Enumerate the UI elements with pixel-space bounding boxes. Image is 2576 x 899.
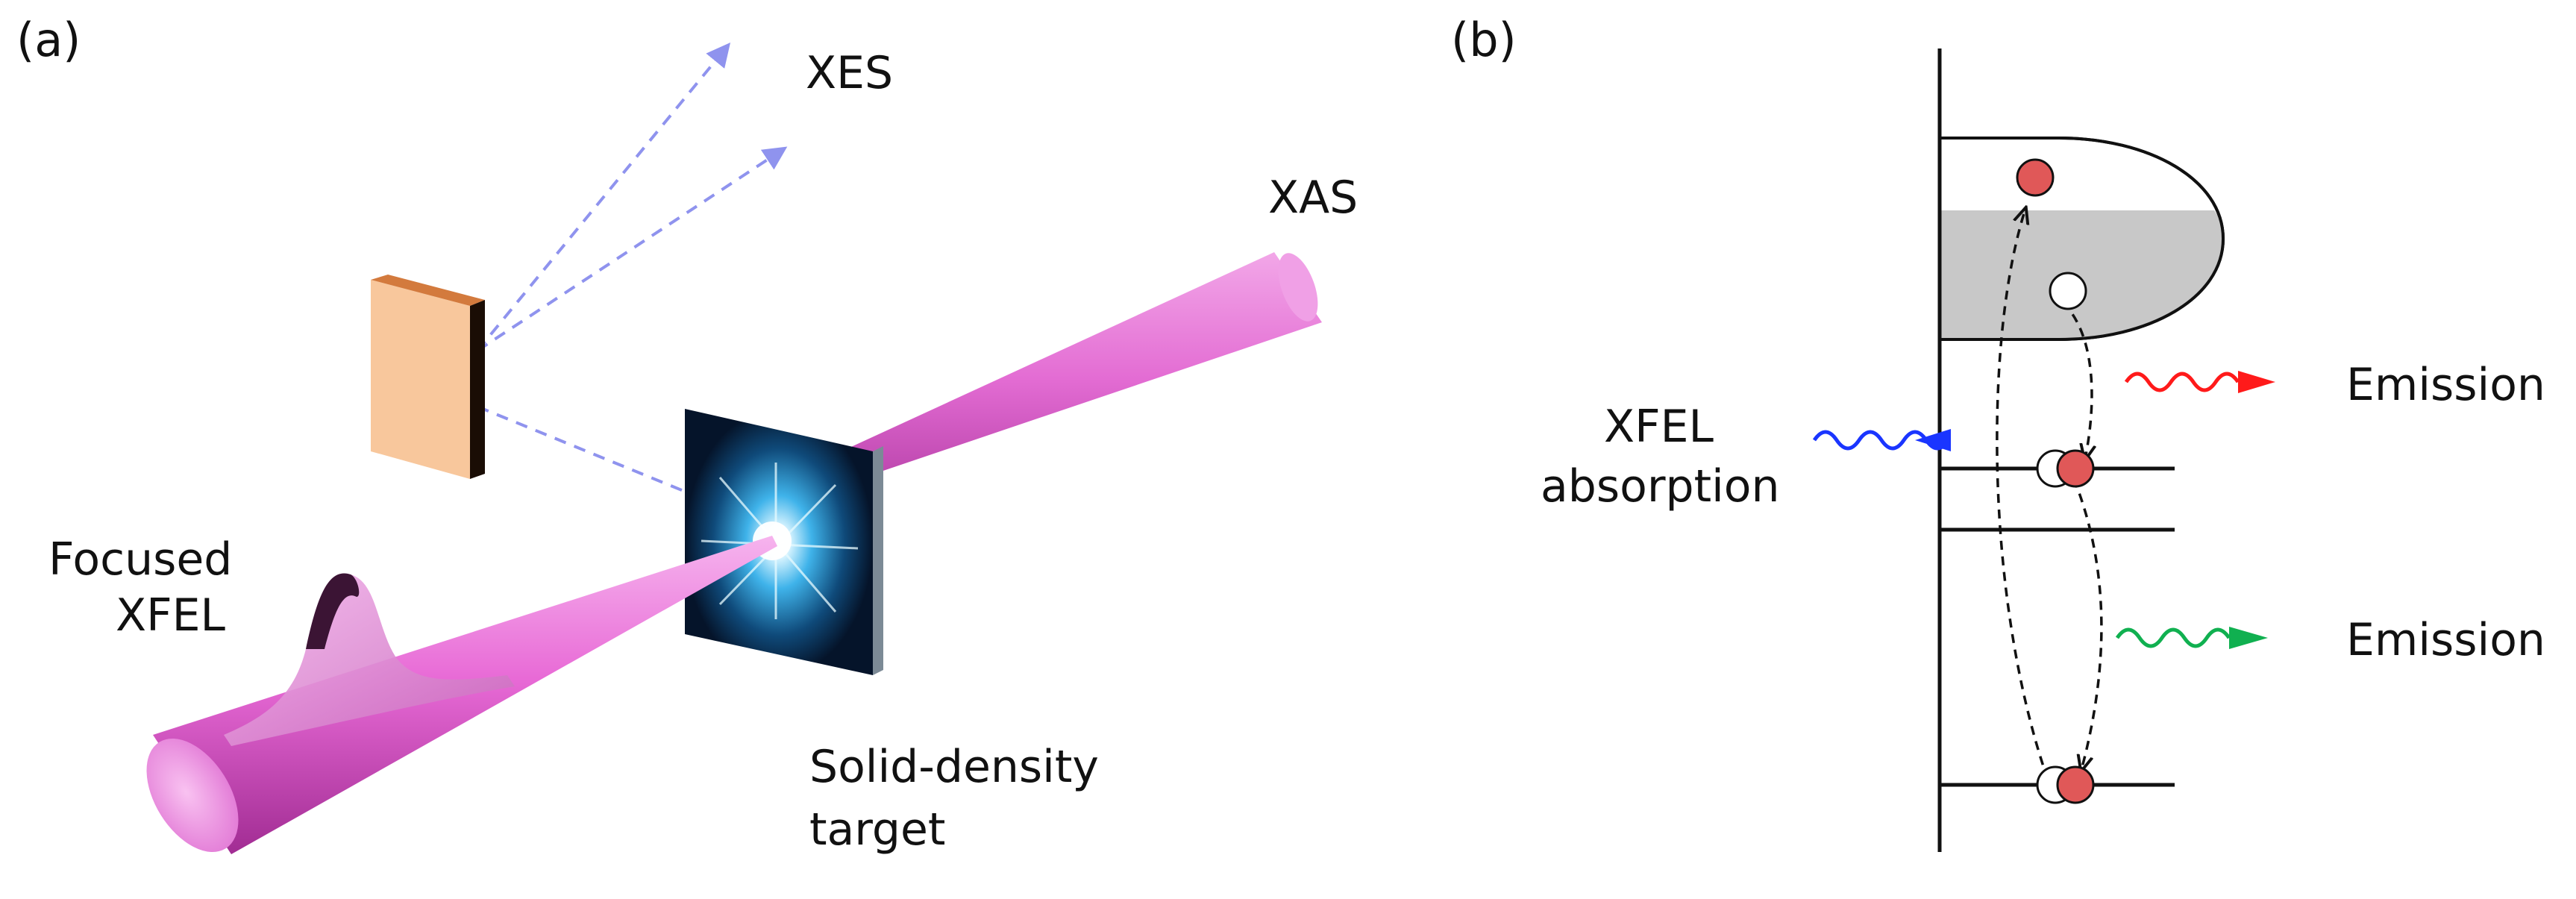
continuum-band <box>1938 137 2225 341</box>
xes-ray-upper <box>476 43 731 352</box>
xes-rays <box>476 43 788 509</box>
upper-level-electron <box>2056 449 2095 488</box>
transmitted-beam <box>768 252 1322 506</box>
emission-top-arrowhead <box>2238 371 2275 393</box>
focused-label-line2: XFEL <box>116 589 226 642</box>
transition-paths <box>1996 209 2103 780</box>
panel-b-label: (b) <box>1451 13 1517 67</box>
absorption-arrowhead <box>1915 429 1951 451</box>
emission-bottom-label: Emission <box>2346 614 2545 666</box>
pulse-shadow <box>306 573 360 649</box>
xes-ray-source <box>477 405 724 509</box>
emission-bottom-wave <box>2115 627 2231 648</box>
absorption-arrow <box>1812 429 1951 451</box>
emission-top-wave <box>2124 372 2240 392</box>
detector-top-edge <box>371 275 485 306</box>
emission-bottom-arrow <box>2115 627 2268 649</box>
decay-to-core-path <box>2072 478 2103 770</box>
excited-electron <box>2016 158 2055 197</box>
excitation-path <box>1996 209 2049 780</box>
incident-beam-cap <box>146 738 239 853</box>
band-hole <box>2049 272 2087 310</box>
absorption-label-line2: absorption <box>1541 460 1780 513</box>
xes-detector <box>371 275 485 479</box>
pulse-shape <box>224 573 515 746</box>
transmitted-beam-body <box>768 252 1322 506</box>
emission-bottom-arrowhead <box>2229 627 2268 649</box>
focused-label-line1: Focused <box>48 533 232 586</box>
target-label-line2: target <box>809 804 945 856</box>
detector-side-edge <box>470 300 485 479</box>
xfel-pulse-profile <box>224 573 515 746</box>
detector-face <box>371 280 470 479</box>
absorption-label-line1: XFEL <box>1604 401 1714 453</box>
xas-label: XAS <box>1268 172 1358 224</box>
solid-density-target <box>685 409 883 675</box>
panel-b: (b) XFEL absorption <box>1451 13 2545 852</box>
panel-a: (a) XES XAS <box>16 13 1358 856</box>
xes-ray-lower <box>476 146 788 352</box>
target-edge <box>873 446 883 675</box>
emission-top-arrow <box>2124 371 2275 393</box>
target-label-line1: Solid-density <box>809 741 1099 793</box>
panel-a-label: (a) <box>16 13 81 67</box>
emission-top-label: Emission <box>2346 359 2545 411</box>
decay-to-upper-path <box>2061 301 2092 459</box>
band-occupied <box>1940 210 2223 339</box>
transmitted-beam-end <box>1278 253 1318 322</box>
xes-label: XES <box>806 47 893 99</box>
core-level-electron <box>2056 765 2095 804</box>
